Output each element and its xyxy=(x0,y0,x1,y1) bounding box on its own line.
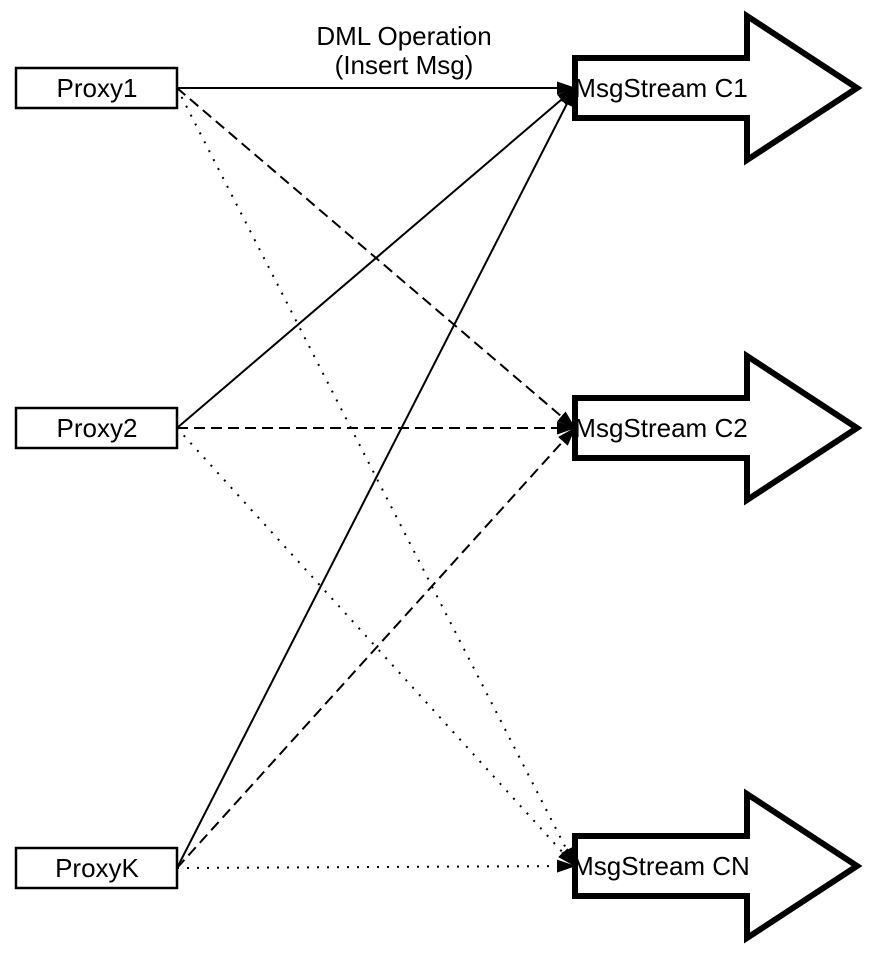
proxyk-box xyxy=(14,846,179,890)
proxy2-node: Proxy2 xyxy=(14,406,179,450)
stream-cn-node: MsgStream CN xyxy=(572,788,863,944)
edge-proxy2-c1 xyxy=(176,87,576,429)
edges-layer xyxy=(176,81,576,873)
edge-proxyk-c1 xyxy=(176,87,576,869)
proxy1-box xyxy=(14,66,179,110)
stream-c1-node: MsgStream C1 xyxy=(572,10,863,166)
proxy1-label: Proxy1 xyxy=(57,73,138,103)
stream-cn-label: MsgStream CN xyxy=(572,851,750,881)
proxyk-node: ProxyK xyxy=(14,846,179,890)
dml-operation-label-line2: (Insert Msg) xyxy=(335,50,474,80)
proxy1-node: Proxy1 xyxy=(14,66,179,110)
dml-operation-annotation: DML Operation (Insert Msg) xyxy=(316,21,491,80)
proxy2-box xyxy=(14,406,179,450)
proxyk-label: ProxyK xyxy=(55,853,139,883)
edge-proxyk-cn xyxy=(176,859,576,873)
stream-c2-node: MsgStream C2 xyxy=(572,350,863,506)
stream-c1-label: MsgStream C1 xyxy=(574,73,747,103)
stream-c2-arrow xyxy=(572,350,863,506)
stream-cn-arrow xyxy=(572,788,863,944)
proxy2-label: Proxy2 xyxy=(57,413,138,443)
dml-operation-label-line1: DML Operation xyxy=(316,21,491,51)
stream-c1-arrow xyxy=(572,10,863,166)
edge-proxyk-c2 xyxy=(176,427,576,869)
stream-c2-label: MsgStream C2 xyxy=(574,413,747,443)
